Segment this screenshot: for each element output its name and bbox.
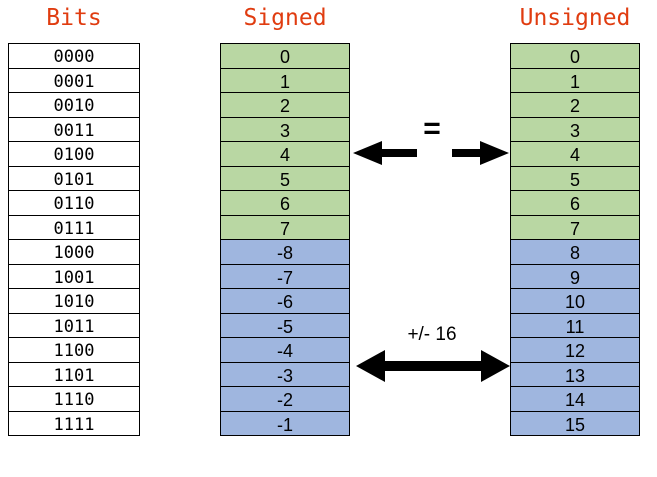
bits-cell: 0100 — [8, 141, 140, 167]
bits-header: Bits — [46, 5, 102, 31]
unsigned-cell: 4 — [510, 141, 640, 167]
signed-cell: -5 — [220, 312, 350, 339]
bits-cell: 0010 — [8, 92, 140, 118]
unsigned-cell: 8 — [510, 239, 640, 265]
bits-cell: 1110 — [8, 386, 140, 412]
double-arrow-icon — [356, 350, 510, 382]
unsigned-cell: 14 — [510, 386, 640, 412]
signed-column: 0 1 2 3 4 5 6 7 -8 -7 -6 -5 -4 -3 -2 -1 — [220, 43, 350, 437]
unsigned-cell: 12 — [510, 337, 640, 363]
unsigned-cell: 0 — [510, 43, 640, 69]
unsigned-cell: 13 — [510, 361, 640, 388]
bits-cell: 1010 — [8, 288, 140, 314]
unsigned-header: Unsigned — [519, 5, 631, 31]
bits-cell: 0101 — [8, 165, 140, 192]
bits-cell: 1000 — [8, 239, 140, 265]
bits-cell: 1111 — [8, 410, 140, 437]
equal-arrows — [353, 141, 509, 165]
left-arrow-icon — [353, 141, 417, 165]
unsigned-cell: 3 — [510, 116, 640, 143]
signed-header: Signed — [243, 5, 327, 31]
right-arrow-icon — [452, 141, 509, 165]
signed-cell: 4 — [220, 141, 350, 167]
signed-cell: -4 — [220, 337, 350, 363]
signed-cell: 2 — [220, 92, 350, 118]
bits-cell: 0111 — [8, 214, 140, 241]
bits-column: 0000 0001 0010 0011 0100 0101 0110 0111 … — [8, 43, 140, 437]
bits-cell: 1100 — [8, 337, 140, 363]
bits-cell: 0110 — [8, 190, 140, 216]
equal-sign: = — [423, 112, 441, 145]
bits-cell: 1001 — [8, 263, 140, 290]
unsigned-column: 0 1 2 3 4 5 6 7 8 9 10 11 12 13 14 15 — [510, 43, 640, 437]
offset-label: +/- 16 — [407, 324, 457, 345]
signed-cell: 3 — [220, 116, 350, 143]
unsigned-cell: 15 — [510, 410, 640, 437]
